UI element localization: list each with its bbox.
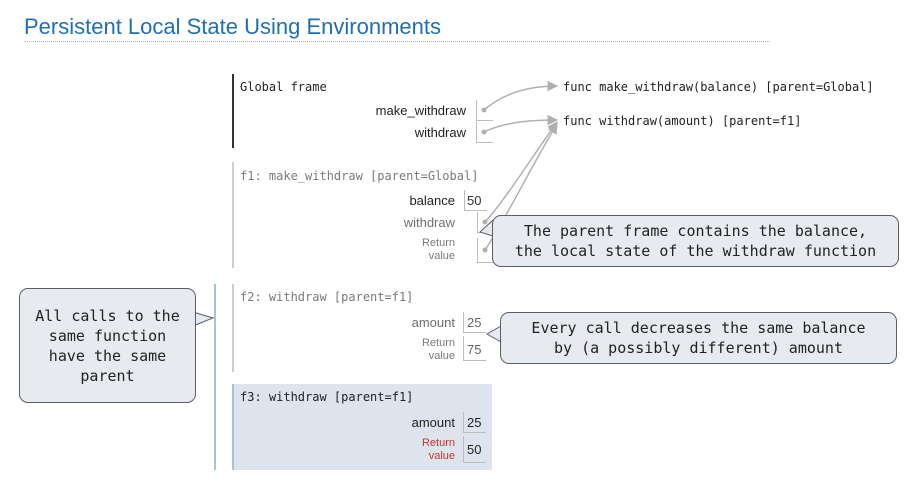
f3-cell-return: [463, 436, 486, 463]
callout-parent-frame-line-1: The parent frame contains the balance,: [523, 222, 868, 240]
f1-cell-balance: [464, 190, 487, 211]
f1-return-label-1: Return: [421, 237, 455, 249]
f3-frame-bar: [232, 384, 234, 470]
callout-all-calls: All calls to the same function have the …: [19, 288, 196, 403]
calls-group-bracket: [214, 284, 216, 470]
arrow-f1-withdraw: [482, 121, 558, 225]
arrow-global-withdraw: [481, 114, 559, 135]
func-withdraw: func withdraw(amount) [parent=f1]: [563, 114, 802, 128]
f2-frame-bar: [232, 284, 234, 372]
f1-var-balance: balance: [409, 193, 455, 208]
f1-var-withdraw: withdraw: [403, 215, 455, 230]
f3-amount-value: 25: [467, 415, 482, 430]
f1-frame-bar: [232, 162, 234, 268]
f2-return-label-2: value: [428, 350, 455, 362]
f1-frame-label: f1: make_withdraw [parent=Global]: [240, 169, 479, 183]
func-make-withdraw: func make_withdraw(balance) [parent=Glob…: [563, 80, 874, 94]
title-divider: [24, 41, 770, 42]
f1-balance-value: 50: [467, 193, 482, 208]
callout-all-calls-line-2: same function: [48, 327, 167, 345]
f2-cell-return: [463, 336, 486, 361]
global-cell-withdraw: [476, 122, 493, 143]
callout-every-call: Every call decreases the same balance by…: [500, 312, 897, 364]
callout-pointers: [192, 219, 502, 343]
callout-all-calls-line-3: have the same: [48, 347, 167, 365]
f3-frame-highlight: [233, 384, 492, 470]
arrow-make-withdraw: [481, 80, 559, 113]
f3-return-value: 50: [467, 442, 482, 457]
slide-title: Persistent Local State Using Environment…: [24, 14, 441, 39]
f1-return-label-2: value: [428, 250, 455, 262]
f3-return-label-1: Return: [421, 437, 455, 449]
callout-all-calls-line-1: All calls to the: [35, 307, 180, 325]
callout-every-call-line-1: Every call decreases the same balance: [531, 319, 866, 337]
f1-cell-return: [477, 238, 494, 263]
f2-var-amount: amount: [411, 315, 455, 330]
global-var-withdraw: withdraw: [414, 125, 466, 140]
callout-parent-frame-line-2: the local state of the withdraw function: [514, 242, 877, 260]
f2-frame-label: f2: withdraw [parent=f1]: [240, 290, 414, 304]
f2-cell-amount: [463, 312, 486, 333]
callout-every-call-line-2: by (a possibly different) amount: [554, 339, 843, 357]
f2-return-value: 75: [467, 342, 482, 357]
global-frame-bar: [232, 74, 234, 148]
global-cell-make-withdraw: [476, 100, 493, 121]
global-frame-label: Global frame: [240, 80, 327, 94]
f2-amount-value: 25: [467, 315, 482, 330]
f3-return-label-2: value: [428, 450, 455, 462]
f3-frame-label: f3: withdraw [parent=f1]: [240, 390, 414, 404]
callout-all-calls-line-4: parent: [80, 367, 135, 385]
f2-return-label-1: Return: [421, 337, 455, 349]
callout-parent-frame: The parent frame contains the balance, t…: [492, 215, 899, 267]
global-var-make-withdraw: make_withdraw: [375, 103, 466, 118]
f3-cell-amount: [463, 412, 486, 433]
f3-var-amount: amount: [411, 415, 455, 430]
